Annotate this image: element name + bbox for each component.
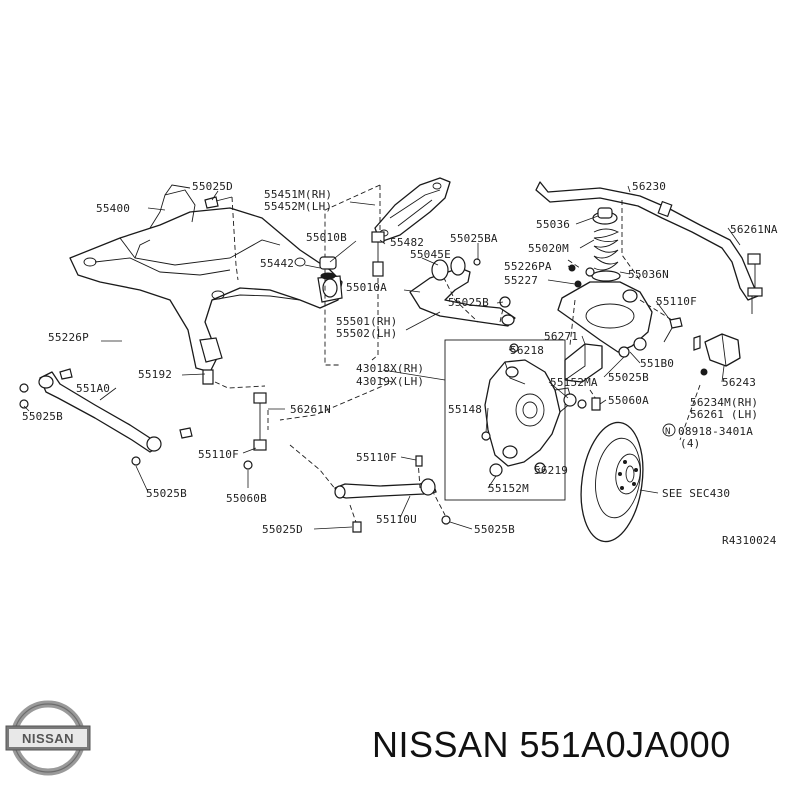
label-55010A: 55010A	[346, 281, 387, 294]
label-55502: 55502(LH)	[336, 327, 397, 340]
label-55400: 55400	[96, 202, 130, 215]
label-56230: 56230	[632, 180, 666, 193]
label-55025BA: 55025BA	[450, 232, 498, 245]
stabilizer-bar-56230-drawing	[535, 181, 763, 314]
bushing-55010B-drawing	[319, 231, 385, 280]
label-55025B-bottom-left: 55025B	[146, 487, 187, 500]
lower-link-55110U-drawing	[334, 455, 451, 533]
label-56261NA: 56261NA	[730, 223, 778, 236]
label-55036N: 55036N	[628, 268, 669, 281]
knuckle-43018X-drawing	[444, 339, 587, 501]
label-55442: 55442	[260, 257, 294, 270]
label-55110F-left: 55110F	[198, 448, 239, 461]
label-55501: 55501(RH)	[336, 315, 397, 328]
bracket-55451M-drawing	[374, 177, 451, 243]
label-55025D-bottom: 55025D	[262, 523, 303, 536]
label-see-sec430: SEE SEC430	[662, 487, 730, 500]
label-08918-quantity: (4)	[680, 437, 700, 450]
rear-subframe-drawing	[69, 184, 343, 385]
bolt-55060A-drawing	[591, 397, 601, 411]
label-55192: 55192	[138, 368, 172, 381]
bolt-55226P-drawing	[59, 368, 73, 380]
label-55227: 55227	[504, 274, 538, 287]
label-55226P: 55226P	[48, 331, 89, 344]
leader-lines	[23, 185, 741, 530]
label-55025B-bottom: 55025B	[474, 523, 515, 536]
label-56261-LH: 56261 (LH)	[690, 408, 758, 421]
label-55025B-upper: 55025B	[448, 296, 489, 309]
label-55110F-right: 55110F	[656, 295, 697, 308]
label-55148: 55148	[448, 403, 482, 416]
coil-spring-55020M-drawing	[591, 207, 621, 282]
label-reference-code: R4310024	[722, 534, 777, 547]
label-43019X: 43019X(LH)	[356, 375, 424, 388]
lateral-link-551A0-drawing	[19, 371, 193, 466]
label-55020M: 55020M	[528, 242, 569, 255]
label-55110U: 55110U	[376, 513, 417, 526]
brake-disc-drawing	[580, 421, 644, 543]
label-56261N: 56261N	[290, 403, 331, 416]
label-55025B-right: 55025B	[608, 371, 649, 384]
label-55060A: 55060A	[608, 394, 649, 407]
label-55060B: 55060B	[226, 492, 267, 505]
label-08918-3401A: 08918-3401A	[678, 425, 753, 438]
nut-symbol-letter: N	[665, 427, 671, 437]
label-55036: 55036	[536, 218, 570, 231]
lower-arm-551B0-drawing	[557, 281, 653, 358]
label-55110F-center: 55110F	[356, 451, 397, 464]
label-55152M: 55152M	[488, 482, 529, 495]
label-55152MA: 55152MA	[550, 376, 598, 389]
label-56234M: 56234M(RH)	[690, 396, 758, 409]
label-55451M: 55451M(RH)	[264, 188, 332, 201]
nut-56261-drawing	[700, 368, 708, 376]
stabilizer-link-56261N-drawing	[243, 392, 267, 470]
label-56219: 56219	[534, 464, 568, 477]
label-55452M: 55452M(LH)	[264, 200, 332, 213]
label-55045E: 55045E	[410, 248, 451, 261]
logo-wordmark: NISSAN	[22, 731, 74, 746]
bolt-55025D-drawing	[204, 196, 233, 209]
nissan-logo: NISSAN	[5, 700, 91, 776]
part-number-title: NISSAN 551A0JA000	[372, 724, 731, 765]
upper-arm-55501-drawing	[409, 256, 516, 327]
label-55010B: 55010B	[306, 231, 347, 244]
label-551A0: 551A0	[76, 382, 110, 395]
bolt-55110F-right-drawing	[663, 317, 683, 343]
label-55025B-left: 55025B	[22, 410, 63, 423]
bushing-56243-drawing	[693, 333, 741, 367]
washers-55226PA-drawing	[568, 264, 595, 288]
label-55482: 55482	[390, 236, 424, 249]
nut-55025B-upper-drawing	[499, 296, 511, 308]
label-55226PA: 55226PA	[504, 260, 552, 273]
label-56271: 56271	[544, 330, 578, 343]
nut-symbol-icon	[662, 423, 676, 437]
label-43018X: 43018X(RH)	[356, 362, 424, 375]
part-number-labels: 55025D 55400 55451M(RH) 55452M(LH) 55010…	[22, 180, 778, 547]
label-55025D-top: 55025D	[192, 180, 233, 193]
label-56243: 56243	[722, 376, 756, 389]
label-56218: 56218	[510, 344, 544, 357]
label-551B0: 551B0	[640, 357, 674, 370]
